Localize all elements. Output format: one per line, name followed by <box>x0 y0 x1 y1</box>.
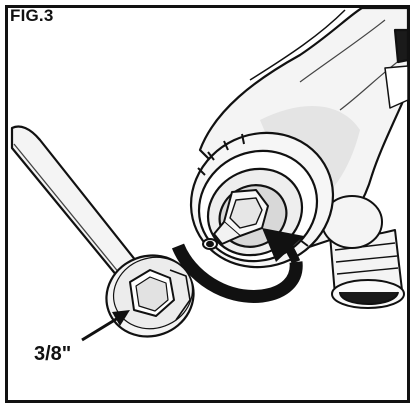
fluid-tip <box>202 189 269 250</box>
figure-frame <box>5 5 410 403</box>
figure-title: FIG.3 <box>10 6 54 25</box>
wrench-size-label: 3/8" <box>34 343 72 365</box>
air-fitting <box>321 195 405 309</box>
wrench-icon <box>10 125 195 338</box>
arrow-icon <box>81 310 130 342</box>
curved-arrow-icon <box>171 228 304 303</box>
